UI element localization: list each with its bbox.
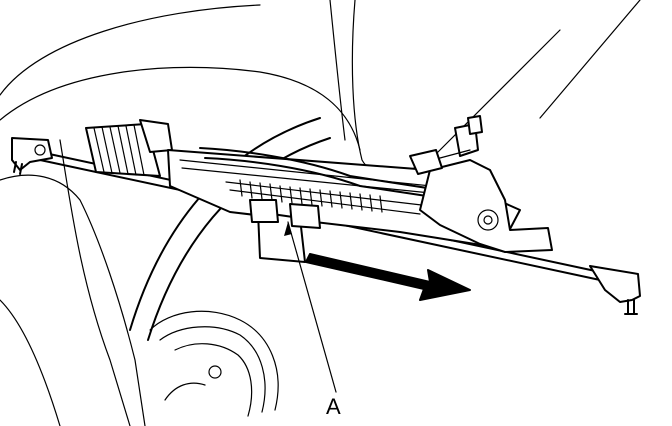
direction-arrow-icon	[305, 253, 471, 301]
callout-a: A	[284, 221, 341, 419]
left-tie-rod-end	[11, 137, 53, 175]
callout-label-a: A	[326, 394, 341, 419]
mounting-bracket	[249, 199, 321, 263]
left-boot	[85, 119, 173, 177]
wheel-hub	[149, 310, 279, 417]
valve-body	[409, 115, 553, 253]
right-tie-rod-end	[589, 265, 641, 315]
